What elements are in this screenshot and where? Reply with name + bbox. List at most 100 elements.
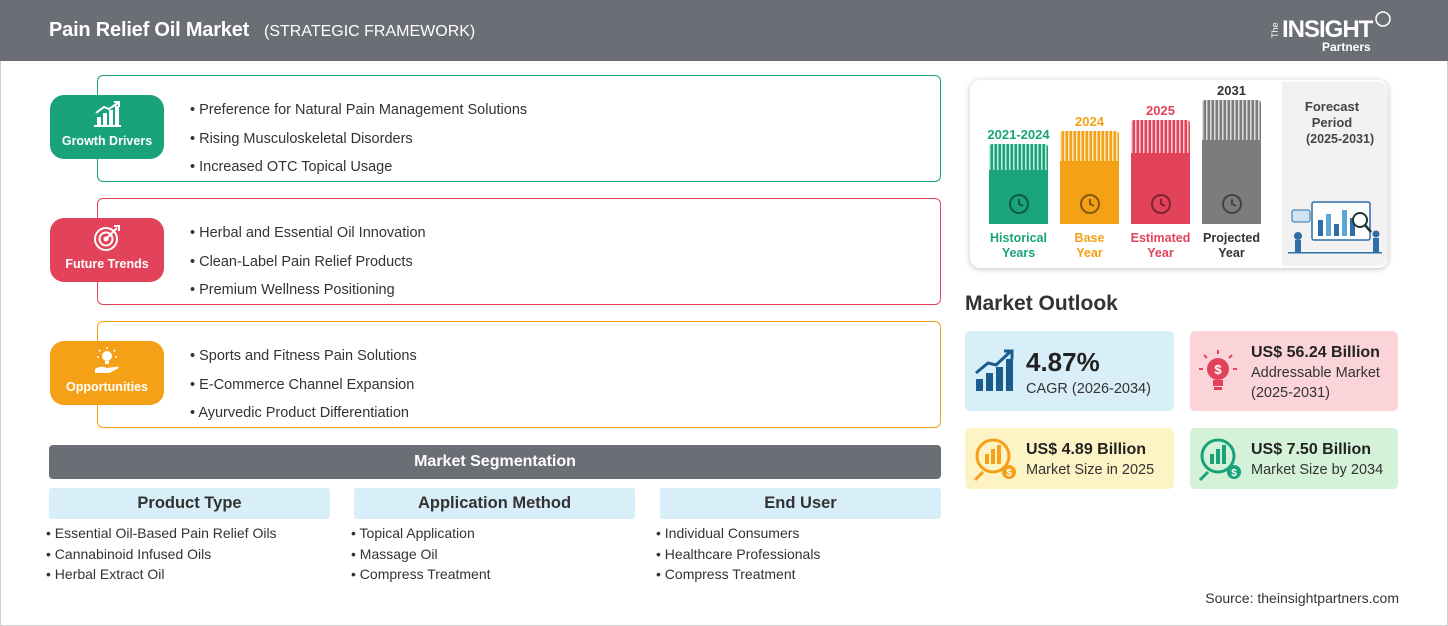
list-item: Rising Musculoskeletal Disorders [190, 125, 527, 154]
forecast-years: (2025-2031) [1306, 132, 1375, 146]
list-item: Preference for Natural Pain Management S… [190, 96, 527, 125]
list-item: Topical Application [351, 523, 491, 544]
market-outlook-title: Market Outlook [965, 292, 1118, 315]
source-text: Source: theinsightpartners.com [1205, 590, 1399, 606]
timeline-bar [1131, 120, 1190, 224]
page-title: Pain Relief Oil Market [49, 19, 250, 41]
timeline-bar [989, 144, 1048, 224]
timeline-label-line: Historical [990, 231, 1047, 245]
estimate-icon [1150, 194, 1171, 214]
market-size-2025-card: $ US$ 4.89 Billion Market Size in 2025 [965, 428, 1174, 489]
list-item: Increased OTC Topical Usage [190, 153, 527, 182]
timeline-label-line: Year [1218, 246, 1245, 260]
market-size-2025-value: US$ 4.89 Billion [1026, 441, 1147, 458]
lightbulb-icon: $ [1199, 350, 1237, 390]
list-item: Healthcare Professionals [656, 544, 821, 565]
timeline-label-line: Year [1076, 246, 1103, 260]
cagr-card: 4.87% CAGR (2026-2034) [965, 331, 1174, 411]
growth-drivers-label: Growth Drivers [61, 134, 153, 148]
analytics-illustration-icon [1288, 201, 1382, 254]
timeline-year: 2024 [1075, 114, 1104, 129]
opportunities-list: Sports and Fitness Pain Solutions E-Comm… [190, 342, 417, 428]
timeline-label-line: Estimated [1130, 231, 1191, 245]
future-trends-label: Future Trends [65, 257, 149, 271]
list-item: Compress Treatment [351, 564, 491, 585]
market-size-2034-label: Market Size by 2034 [1251, 462, 1384, 478]
presentation-icon [1221, 194, 1242, 214]
forecast-label-1: Forecast [1304, 99, 1360, 114]
money-chart-icon: $ [1198, 438, 1241, 482]
product-type-list: Essential Oil-Based Pain Relief Oils Can… [46, 523, 277, 585]
growth-chart-icon [94, 101, 121, 127]
growth-drivers-list: Preference for Natural Pain Management S… [190, 96, 527, 182]
header-bar: Pain Relief Oil Market (STRATEGIC FRAMEW… [0, 0, 1448, 61]
application-method-list: Topical Application Massage Oil Compress… [351, 523, 491, 585]
cagr-label: CAGR (2026-2034) [1026, 381, 1151, 397]
calendar-icon [1079, 194, 1100, 214]
timeline-bar [1202, 100, 1261, 224]
list-item: Cannabinoid Infused Oils [46, 544, 277, 565]
addressable-market-period: (2025-2031) [1251, 385, 1330, 401]
timeline-label-line: Base [1074, 231, 1105, 245]
list-item: E-Commerce Channel Expansion [190, 371, 417, 400]
svg-text:$: $ [1006, 468, 1012, 479]
insight-partners-logo[interactable]: The INSIGHT Partners [1270, 10, 1400, 56]
forecast-period-title: Forecast Period [1294, 99, 1370, 131]
timeline-bar [1060, 131, 1119, 224]
list-item: Individual Consumers [656, 523, 820, 544]
timeline-label-line: Years [1001, 246, 1036, 260]
addressable-market-label: Addressable Market [1251, 365, 1380, 381]
history-icon [1008, 194, 1029, 214]
market-size-2034-value: US$ 7.50 Billion [1251, 441, 1372, 458]
list-item: Massage Oil [351, 544, 491, 565]
opportunities-box: Sports and Fitness Pain Solutions E-Comm… [97, 321, 941, 428]
future-trends-box: Herbal and Essential Oil Innovation Clea… [97, 198, 941, 305]
growth-drivers-box: Preference for Natural Pain Management S… [97, 75, 941, 182]
future-trends-badge: Future Trends [50, 218, 164, 282]
market-segmentation-bar: Market Segmentation [49, 445, 941, 479]
target-icon [94, 225, 120, 251]
logo-main: INSIGHT [1282, 16, 1373, 43]
list-item: Ayurvedic Product Differentiation [190, 399, 417, 428]
logo-swoosh-icon [1375, 11, 1391, 27]
lightbulb-hand-icon [95, 347, 119, 373]
list-item: Essential Oil-Based Pain Relief Oils [46, 523, 277, 544]
money-chart-icon: $ [973, 438, 1016, 482]
timeline-label-line: Projected [1203, 231, 1260, 245]
growth-bars-icon [975, 349, 1014, 391]
bar-stripes [989, 144, 1048, 170]
opportunities-badge: Opportunities [50, 341, 164, 405]
segment-heading-application-method: Application Method [354, 488, 635, 519]
timeline-year: 2031 [1217, 83, 1246, 98]
list-item: Clean-Label Pain Relief Products [190, 248, 426, 277]
logo-sub: Partners [1322, 40, 1371, 54]
list-item: Herbal and Essential Oil Innovation [190, 219, 426, 248]
timeline-label-line: Year [1147, 246, 1174, 260]
bar-stripes [1202, 100, 1261, 140]
future-trends-list: Herbal and Essential Oil Innovation Clea… [190, 219, 426, 305]
market-size-2034-card: $ US$ 7.50 Billion Market Size by 2034 [1190, 428, 1398, 489]
timeline-year: 2021-2024 [987, 127, 1050, 142]
logo-prefix: The [1270, 22, 1280, 38]
addressable-market-card: $ US$ 56.24 Billion Addressable Market (… [1190, 331, 1398, 411]
addressable-market-value: US$ 56.24 Billion [1251, 344, 1380, 361]
cagr-value: 4.87% [1026, 347, 1100, 377]
market-size-2025-label: Market Size in 2025 [1026, 462, 1155, 478]
segment-heading-end-user: End User [660, 488, 941, 519]
page-subtitle: (STRATEGIC FRAMEWORK) [264, 23, 476, 40]
list-item: Herbal Extract Oil [46, 564, 277, 585]
svg-text:$: $ [1214, 362, 1222, 377]
list-item: Sports and Fitness Pain Solutions [190, 342, 417, 371]
forecast-label-2: Period [1311, 115, 1353, 130]
segment-heading-product-type: Product Type [49, 488, 330, 519]
list-item: Premium Wellness Positioning [190, 276, 426, 305]
opportunities-label: Opportunities [66, 380, 148, 394]
growth-drivers-badge: Growth Drivers [50, 95, 164, 159]
timeline-year: 2025 [1146, 103, 1175, 118]
bar-stripes [1131, 120, 1190, 153]
bar-stripes [1060, 131, 1119, 161]
